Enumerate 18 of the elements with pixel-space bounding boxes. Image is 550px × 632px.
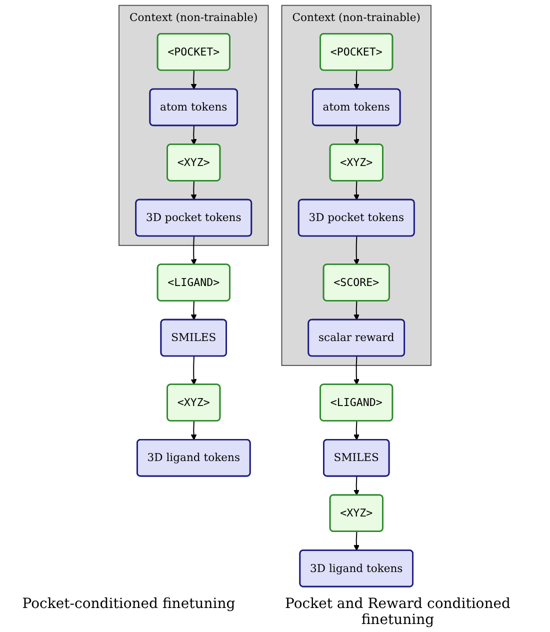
arrow bbox=[354, 532, 360, 551]
arrow bbox=[190, 356, 197, 385]
caption-text: Pocket and Reward conditioned finetuning bbox=[284, 596, 512, 628]
arrow bbox=[190, 236, 197, 265]
arrow bbox=[354, 356, 360, 385]
arrow bbox=[354, 181, 360, 200]
arrow bbox=[190, 421, 197, 440]
arrow bbox=[190, 181, 197, 200]
arrow bbox=[354, 421, 360, 440]
arrow bbox=[190, 301, 197, 320]
arrow bbox=[354, 476, 360, 496]
arrow bbox=[354, 126, 360, 145]
caption-text: Pocket-conditioned finetuning bbox=[22, 596, 236, 614]
arrow bbox=[354, 301, 360, 320]
arrow bbox=[190, 70, 197, 90]
arrow bbox=[354, 70, 360, 90]
arrow bbox=[354, 236, 360, 265]
arrow bbox=[190, 126, 197, 145]
